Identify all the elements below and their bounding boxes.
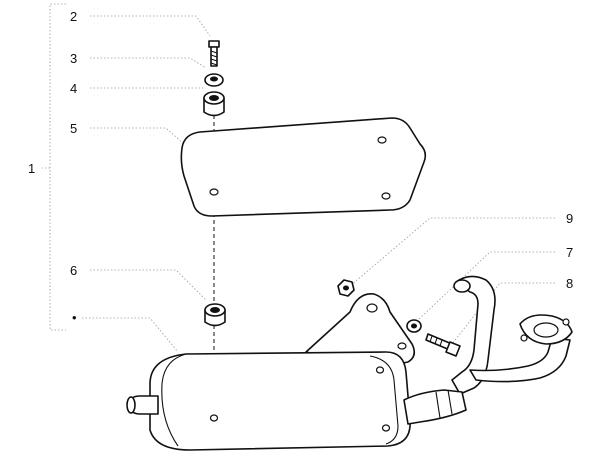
callout-dot: •: [72, 310, 77, 325]
nut: [337, 279, 355, 297]
exhaust-header-pipe: [451, 275, 573, 395]
bolt: [208, 40, 220, 67]
leader-lines: [82, 15, 555, 353]
washer-bracket: [406, 319, 422, 333]
callout-2: 2: [70, 9, 77, 24]
callout-6: 6: [70, 263, 77, 278]
muffler: [126, 351, 411, 451]
callout-7: 7: [566, 245, 573, 260]
heat-shield: [180, 117, 427, 217]
bracket-bolt: [425, 333, 461, 357]
callout-5: 5: [70, 121, 77, 136]
group-1-bracket: [42, 3, 66, 331]
muffler-bracket: [305, 293, 416, 369]
callout-3: 3: [70, 51, 77, 66]
washer: [204, 73, 224, 87]
callout-9: 9: [566, 211, 573, 226]
pipe-joint-clamp: [403, 389, 467, 425]
rubber-grommet-lower: [204, 303, 226, 327]
callout-4: 4: [70, 81, 77, 96]
callout-8: 8: [566, 276, 573, 291]
callout-1: 1: [28, 161, 35, 176]
rubber-grommet-upper: [203, 91, 225, 117]
